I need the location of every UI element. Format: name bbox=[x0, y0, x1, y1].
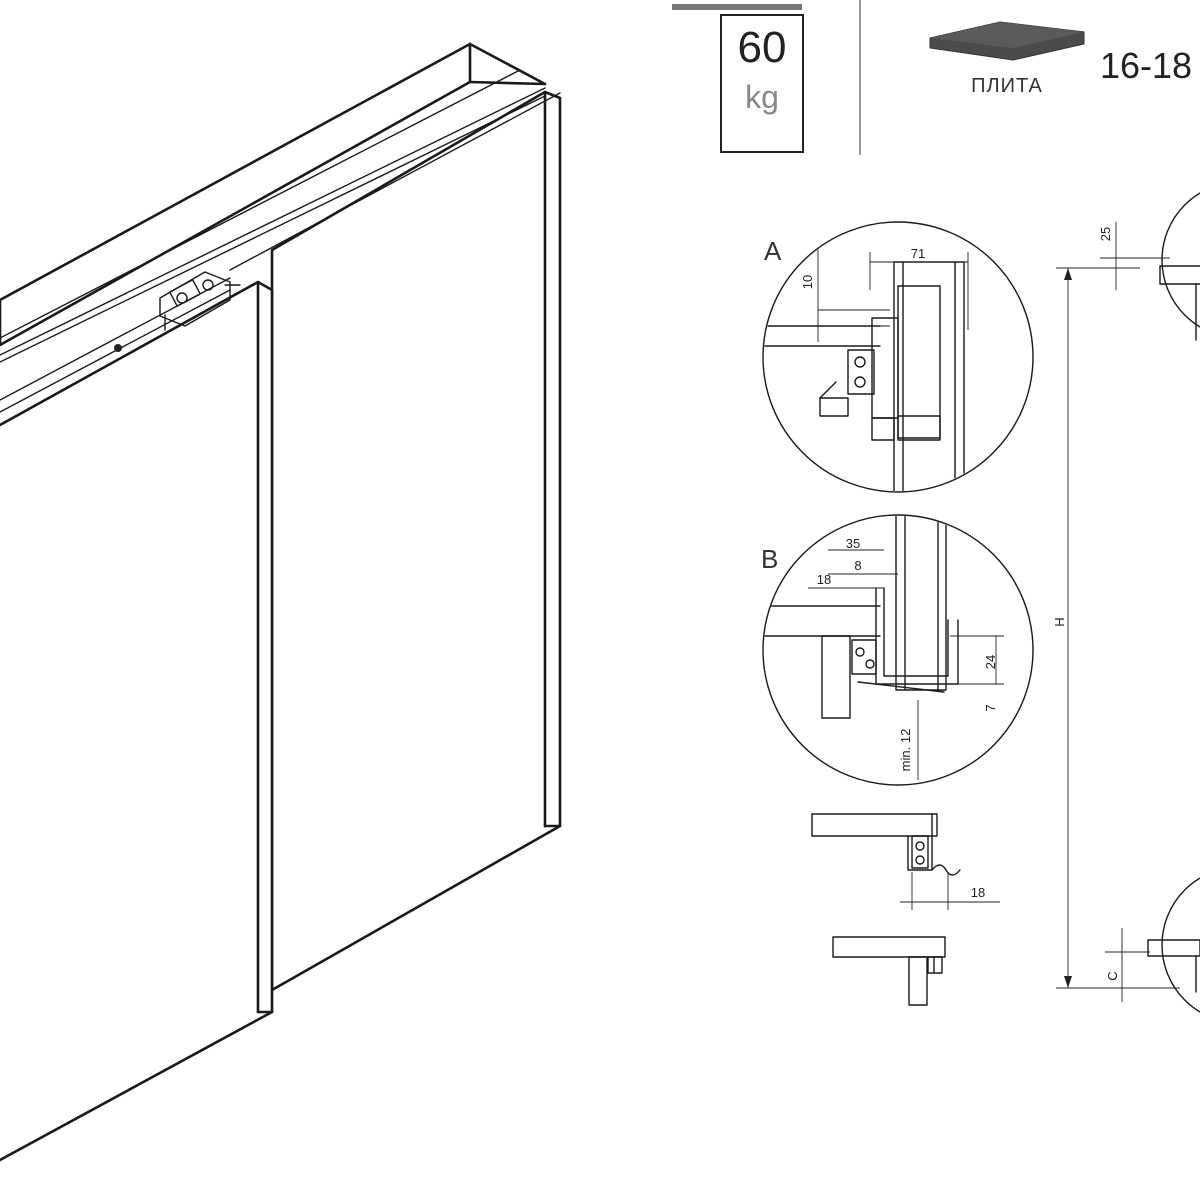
isometric-door-assembly bbox=[0, 42, 562, 1162]
detail-b-dim-7: 7 bbox=[983, 704, 998, 711]
detail-a: A 71 10 bbox=[762, 221, 1034, 493]
detail-a-dim-71: 71 bbox=[911, 246, 925, 261]
detail-b: B 35 8 18 24 7 min. 12 bbox=[761, 514, 1034, 786]
overall-dim-25: 25 bbox=[1098, 227, 1113, 241]
overall-height-dimension: H 25 C bbox=[1052, 192, 1200, 1013]
detail-b-dim-35: 35 bbox=[846, 536, 860, 551]
side-view-profiles: 18 bbox=[811, 813, 1000, 1006]
weight-unit: kg bbox=[745, 79, 779, 115]
overall-dim-h: H bbox=[1052, 617, 1067, 626]
detail-a-label: A bbox=[764, 236, 782, 266]
plate-label: ПЛИТА bbox=[971, 75, 1043, 97]
detail-a-dim-10: 10 bbox=[800, 275, 815, 289]
detail-b-dim-min12: min. 12 bbox=[898, 729, 913, 772]
plate-thickness: ПЛИТА 16-18 bbox=[929, 21, 1192, 97]
detail-b-dim-18: 18 bbox=[817, 572, 831, 587]
side-view-dim-18: 18 bbox=[971, 885, 985, 900]
weight-value: 60 bbox=[738, 23, 787, 72]
plate-thickness-value: 16-18 bbox=[1100, 45, 1192, 86]
roller-carriage bbox=[114, 271, 241, 352]
rear-door-panel bbox=[270, 90, 562, 992]
weight-badge: 60 kg bbox=[672, 4, 804, 153]
detail-b-dim-8: 8 bbox=[854, 558, 861, 573]
detail-b-dim-24: 24 bbox=[983, 655, 998, 669]
detail-b-label: B bbox=[761, 544, 778, 574]
overall-dim-c: C bbox=[1105, 971, 1120, 980]
front-door-panel bbox=[0, 280, 274, 1162]
